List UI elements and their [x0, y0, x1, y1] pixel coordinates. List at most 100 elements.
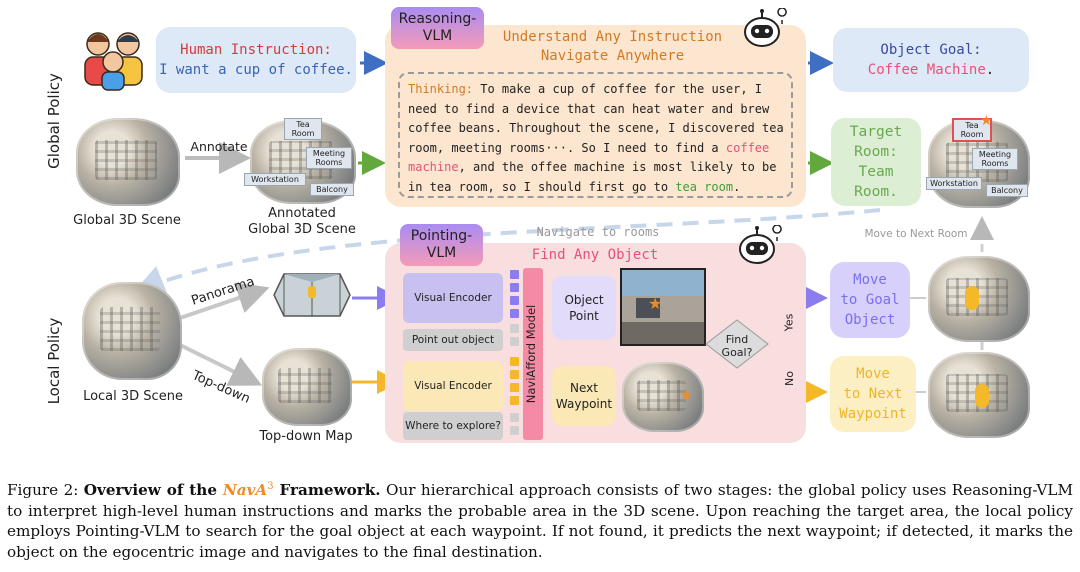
move-to-next-room-label: Move to Next Room [864, 228, 968, 240]
global-3d-scene-image [76, 118, 180, 206]
caption-sup: 3 [267, 481, 274, 492]
caption-fig: Figure 2: [7, 481, 84, 500]
star-icon: ★ [980, 113, 993, 129]
chip-balcony: Balcony [310, 183, 354, 196]
chip-workstation-2: Workstation [926, 177, 982, 190]
thinking-highlight-coffee: coffee machine [408, 140, 770, 175]
waypoint-topdown-image [622, 362, 704, 432]
caption-text: Our hierarchical approach consists of tw… [7, 481, 1073, 561]
pointing-headline: Find Any Object [531, 247, 659, 263]
arrow-navigate-to-rooms [132, 208, 881, 296]
token-5 [510, 324, 519, 333]
naviafford-model-bar [523, 268, 543, 440]
robot-icon [738, 8, 792, 50]
target-room-box: Target Room: Team Room. [831, 118, 921, 206]
visual-encoder-bottom: Visual Encoder [403, 361, 503, 411]
reasoning-panel [385, 25, 806, 207]
point-out-object-chip: Point out object [403, 329, 503, 351]
topdown-map-image [262, 348, 352, 426]
caption-bold-1: Overview of the [83, 481, 223, 500]
move-goal-l1: Move [853, 272, 887, 288]
move-next-l3: Waypoint [839, 406, 907, 422]
global-3d-scene-caption: Global 3D Scene [73, 213, 181, 228]
annotate-label: Annotate [190, 139, 248, 154]
chip-tea-room-h-line2: Room [960, 130, 984, 139]
ego-star-icon: ★ [648, 294, 663, 313]
token-12 [510, 426, 519, 435]
human-instruction-title: Human Instruction: [180, 42, 332, 58]
thinking-text: Thinking: To make a cup of coffee for th… [408, 80, 788, 197]
move-goal-l2: to Goal [840, 292, 900, 308]
move-goal-l3: Object [844, 312, 896, 328]
token-11 [510, 413, 519, 422]
goal-scene-image [928, 256, 1030, 342]
object-goal-value: Coffee Machine [867, 62, 986, 78]
move-next-l2: to Next [843, 386, 903, 402]
navigate-to-rooms-label: Navigate to rooms [536, 225, 660, 239]
target-room-line3: Team [858, 164, 894, 180]
human-instruction-box: Human Instruction: I want a cup of coffe… [156, 27, 356, 93]
naviafford-model-label: NaviAfford Model [524, 304, 538, 404]
object-goal-title: Object Goal: [880, 42, 982, 58]
thinking-part-2: , and the offee machine is most likely t… [408, 160, 777, 194]
chip-tea-room-line2: Room [291, 129, 315, 138]
token-4 [510, 309, 519, 318]
waypoint-star-icon: ★ [680, 388, 693, 404]
chip-meeting-line1: Meeting [312, 149, 346, 158]
move-to-goal-box: Move to Goal Object [830, 262, 910, 338]
token-6 [510, 337, 519, 346]
token-8 [510, 370, 519, 379]
thinking-part-3: . [733, 179, 741, 194]
target-room-line4: Room. [854, 184, 898, 200]
egocentric-image: ★ [620, 268, 706, 346]
robot-marker-2 [975, 384, 989, 408]
thinking-highlight-tea: tea room [675, 179, 734, 194]
local-policy-label: Local Policy [45, 317, 63, 405]
reasoning-headline-2: Navigate Anywhere [540, 48, 685, 64]
annotated-caption-1: Annotated [268, 206, 336, 221]
no-label: No [782, 371, 796, 386]
chip-workstation: Workstation [244, 173, 306, 186]
robot-icon-2 [733, 225, 787, 267]
figure-caption: Figure 2: Overview of the NavA3 Framewor… [7, 477, 1073, 562]
token-10 [510, 396, 519, 405]
find-goal-decision [704, 318, 770, 370]
local-3d-scene-image [82, 282, 182, 380]
local-3d-scene-caption: Local 3D Scene [83, 389, 183, 404]
caption-nav: NavA [222, 481, 268, 500]
where-to-explore-chip: Where to explore? [403, 412, 503, 440]
pointing-vlm-tag: Pointing-VLM [400, 224, 483, 266]
global-policy-label: Global Policy [45, 73, 63, 169]
object-goal-box: Object Goal: Coffee Machine. [833, 28, 1029, 92]
thinking-part-1: To make a cup of coffee for the user, I … [408, 82, 784, 155]
chip-meeting2-line2: Rooms [981, 159, 1009, 168]
next-waypoint-box: Next Waypoint [552, 366, 616, 426]
people-icon [80, 22, 148, 92]
target-room-line1: Target [849, 124, 903, 140]
arrow-panorama [179, 282, 270, 320]
topdown-map-caption: Top-down Map [259, 429, 353, 444]
caption-bold-2: Framework. [273, 481, 381, 500]
arrow-topdown [179, 343, 263, 386]
token-9 [510, 383, 519, 392]
find-goal-label: Find Goal? [721, 333, 753, 359]
chip-tea-room-line1: Tea [296, 120, 310, 129]
chip-balcony-2: Balcony [986, 184, 1028, 197]
object-goal-end: . [985, 62, 995, 78]
reasoning-vlm-tag: Reasoning-VLM [391, 7, 484, 49]
token-3 [510, 296, 519, 305]
token-7 [510, 357, 519, 366]
chip-meeting-line2: Rooms [315, 158, 343, 167]
thinking-box [398, 72, 793, 198]
yes-label: Yes [782, 313, 796, 332]
target-room-line2: Room: [854, 144, 898, 160]
move-to-next-box: Move to Next Waypoint [830, 356, 916, 432]
chip-tea-room-h-line1: Tea [965, 121, 979, 130]
annotated-caption-2: Global 3D Scene [248, 222, 356, 237]
chip-meeting2-line1: Meeting [978, 150, 1012, 159]
human-instruction-text: I want a cup of coffee. [159, 62, 353, 78]
